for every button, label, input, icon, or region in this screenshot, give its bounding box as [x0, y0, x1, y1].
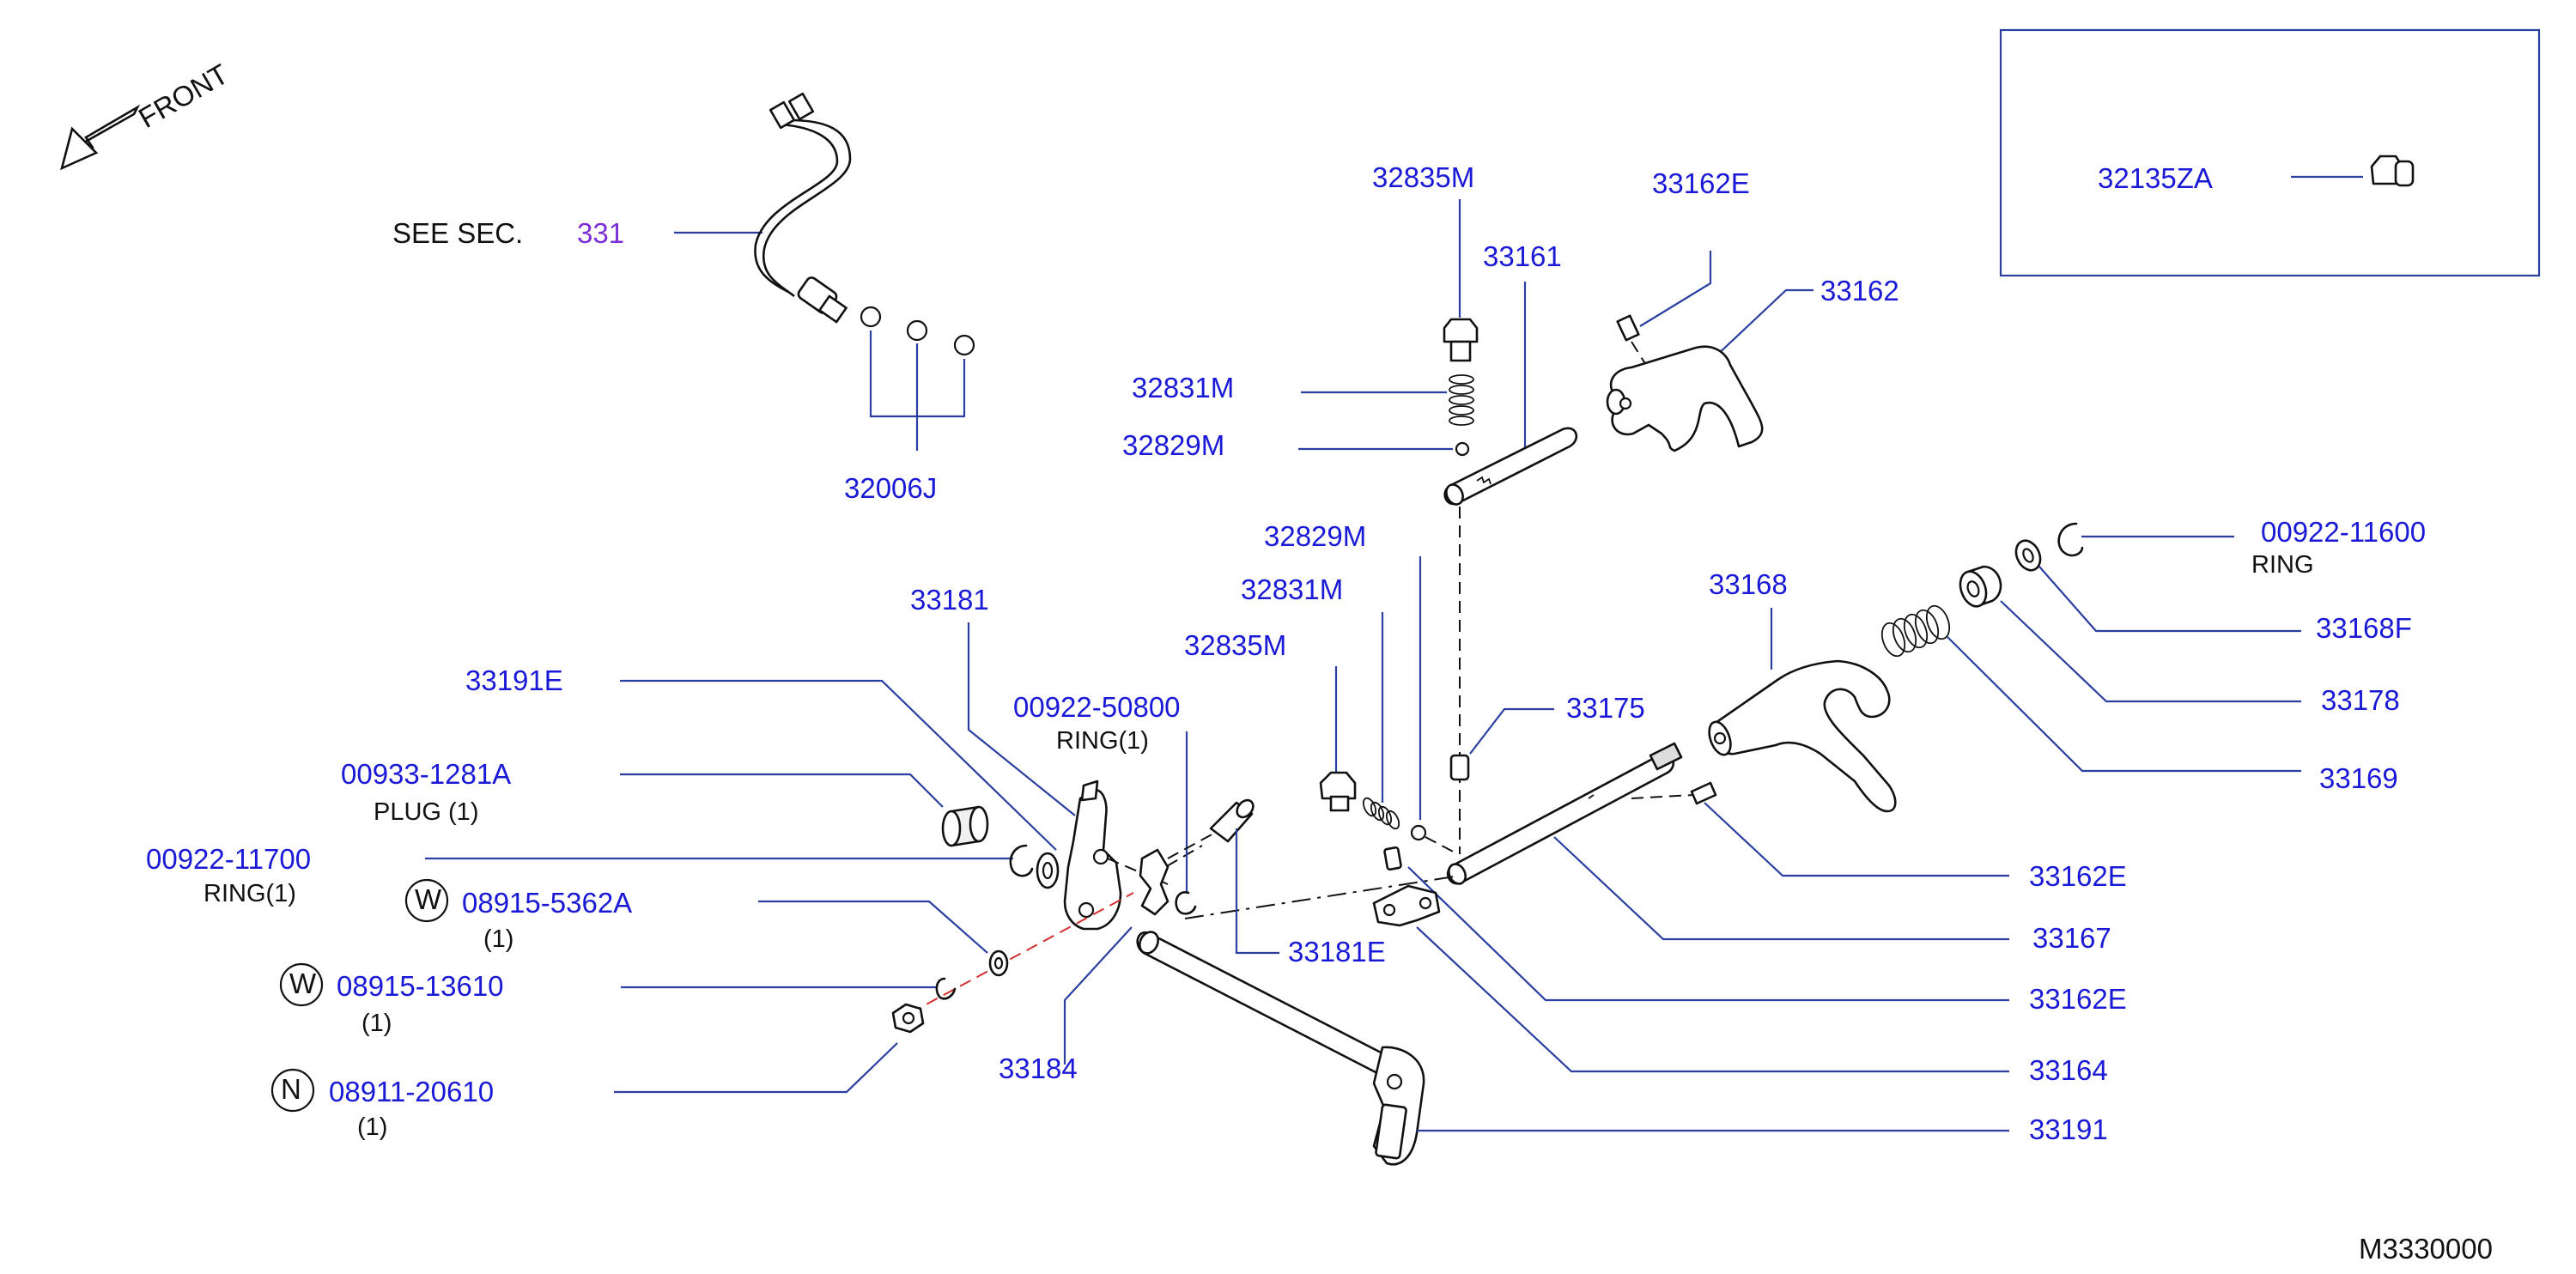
label-00922-11700-sub: RING(1) — [204, 880, 296, 907]
label-32829M-top[interactable]: 32829M — [1122, 429, 1224, 461]
label-33191E[interactable]: 33191E — [465, 664, 563, 696]
label-00922-11600-sub: RING — [2251, 551, 2314, 579]
label-33164[interactable]: 33164 — [2029, 1054, 2108, 1086]
marker-n-circle — [270, 1068, 315, 1113]
label-33162E-r1[interactable]: 33162E — [2029, 860, 2127, 892]
selector-shaft-part — [1136, 931, 1425, 1166]
marker-n: N — [281, 1073, 301, 1105]
see-sec-label: SEE SEC. — [392, 217, 523, 249]
snap-ring-11700-part — [1009, 844, 1034, 877]
inset-box — [1999, 28, 2541, 277]
figure-code: M3330000 — [2359, 1233, 2493, 1265]
shift-rod-part — [1443, 427, 1578, 506]
pin-33162E-lower-part — [1383, 846, 1402, 871]
shift-fork-upper-part — [1606, 345, 1764, 452]
label-33178[interactable]: 33178 — [2321, 684, 2400, 716]
label-08911-20610[interactable]: 08911-20610 — [329, 1076, 494, 1107]
label-33167[interactable]: 33167 — [2032, 922, 2111, 954]
marker-w-1-circle — [404, 878, 449, 923]
snap-ring-part — [2057, 522, 2084, 557]
bracket-33164-part — [1372, 884, 1441, 927]
plug-32135ZA-part — [2370, 155, 2415, 187]
nut-20610-part — [891, 1003, 925, 1034]
detent-ball-mid-part — [1410, 824, 1427, 841]
sensor-harness-part — [754, 92, 852, 324]
label-32135ZA[interactable]: 32135ZA — [2098, 162, 2213, 194]
see-sec-number[interactable]: 331 — [577, 217, 624, 249]
label-33181[interactable]: 33181 — [910, 584, 989, 616]
label-33161[interactable]: 33161 — [1483, 240, 1562, 272]
label-32006J[interactable]: 32006J — [844, 472, 937, 504]
label-08915-5362A-sub: (1) — [483, 925, 513, 953]
selector-arm-33181-part — [1063, 780, 1122, 931]
label-32835M-top[interactable]: 32835M — [1372, 161, 1474, 193]
shift-plate-33184-part — [1139, 848, 1170, 916]
pin-33162E-part — [1690, 781, 1717, 805]
washer-part — [860, 306, 882, 328]
label-33162E-r2[interactable]: 33162E — [2029, 983, 2127, 1015]
label-00922-11600[interactable]: 00922-11600 — [2261, 516, 2426, 548]
front-arrow-icon — [60, 104, 141, 171]
label-32831M-top[interactable]: 32831M — [1132, 372, 1234, 403]
label-08911-20610-sub: (1) — [357, 1113, 387, 1141]
interlock-pin-part — [1449, 754, 1470, 781]
snap-ring-50800-part — [1175, 891, 1197, 915]
marker-w-2: W — [289, 968, 317, 999]
main-shift-rod-part — [1446, 742, 1683, 885]
shift-fork-lower-part — [1708, 659, 1897, 813]
label-32829M-mid[interactable]: 32829M — [1264, 520, 1366, 552]
label-32831M-mid[interactable]: 32831M — [1241, 573, 1343, 605]
label-00922-50800-sub: RING(1) — [1056, 727, 1149, 755]
label-08915-13610[interactable]: 08915-13610 — [337, 970, 504, 1002]
label-33175[interactable]: 33175 — [1566, 692, 1645, 724]
label-33168[interactable]: 33168 — [1709, 568, 1788, 600]
washer-part — [906, 319, 928, 342]
washer-part — [953, 334, 975, 356]
marker-w-2-circle — [279, 962, 324, 1007]
label-08915-5362A[interactable]: 08915-5362A — [462, 887, 632, 919]
label-33162[interactable]: 33162 — [1820, 275, 1899, 306]
label-00922-50800[interactable]: 00922-50800 — [1013, 691, 1181, 723]
label-33181E[interactable]: 33181E — [1288, 936, 1386, 968]
label-33169[interactable]: 33169 — [2319, 762, 2398, 794]
pin-part — [1616, 314, 1640, 342]
pin-33181E-part — [1209, 798, 1255, 843]
detent-ball-part — [1455, 441, 1470, 457]
detent-bolt-mid-part — [1319, 771, 1357, 812]
label-33162E-top[interactable]: 33162E — [1652, 167, 1750, 199]
lock-washer-13610-part — [935, 977, 957, 1000]
label-33168F[interactable]: 33168F — [2316, 612, 2412, 644]
detent-bolt-part — [1443, 318, 1479, 362]
label-32835M-mid[interactable]: 32835M — [1184, 629, 1286, 661]
label-00922-11700[interactable]: 00922-11700 — [146, 843, 311, 875]
front-label: FRONT — [133, 58, 234, 134]
plug-00933-part — [941, 805, 989, 847]
label-08915-13610-sub: (1) — [361, 1010, 392, 1037]
detent-spring-part — [1449, 374, 1474, 426]
label-00933-1281A[interactable]: 00933-1281A — [341, 758, 511, 790]
marker-w-1: W — [415, 883, 442, 915]
label-00933-1281A-sub: PLUG (1) — [374, 798, 478, 826]
bushing-33178-part — [1959, 565, 2002, 608]
label-33191[interactable]: 33191 — [2029, 1113, 2108, 1145]
spring-33169-part — [1880, 604, 1951, 658]
detent-spring-mid-part — [1362, 797, 1400, 830]
